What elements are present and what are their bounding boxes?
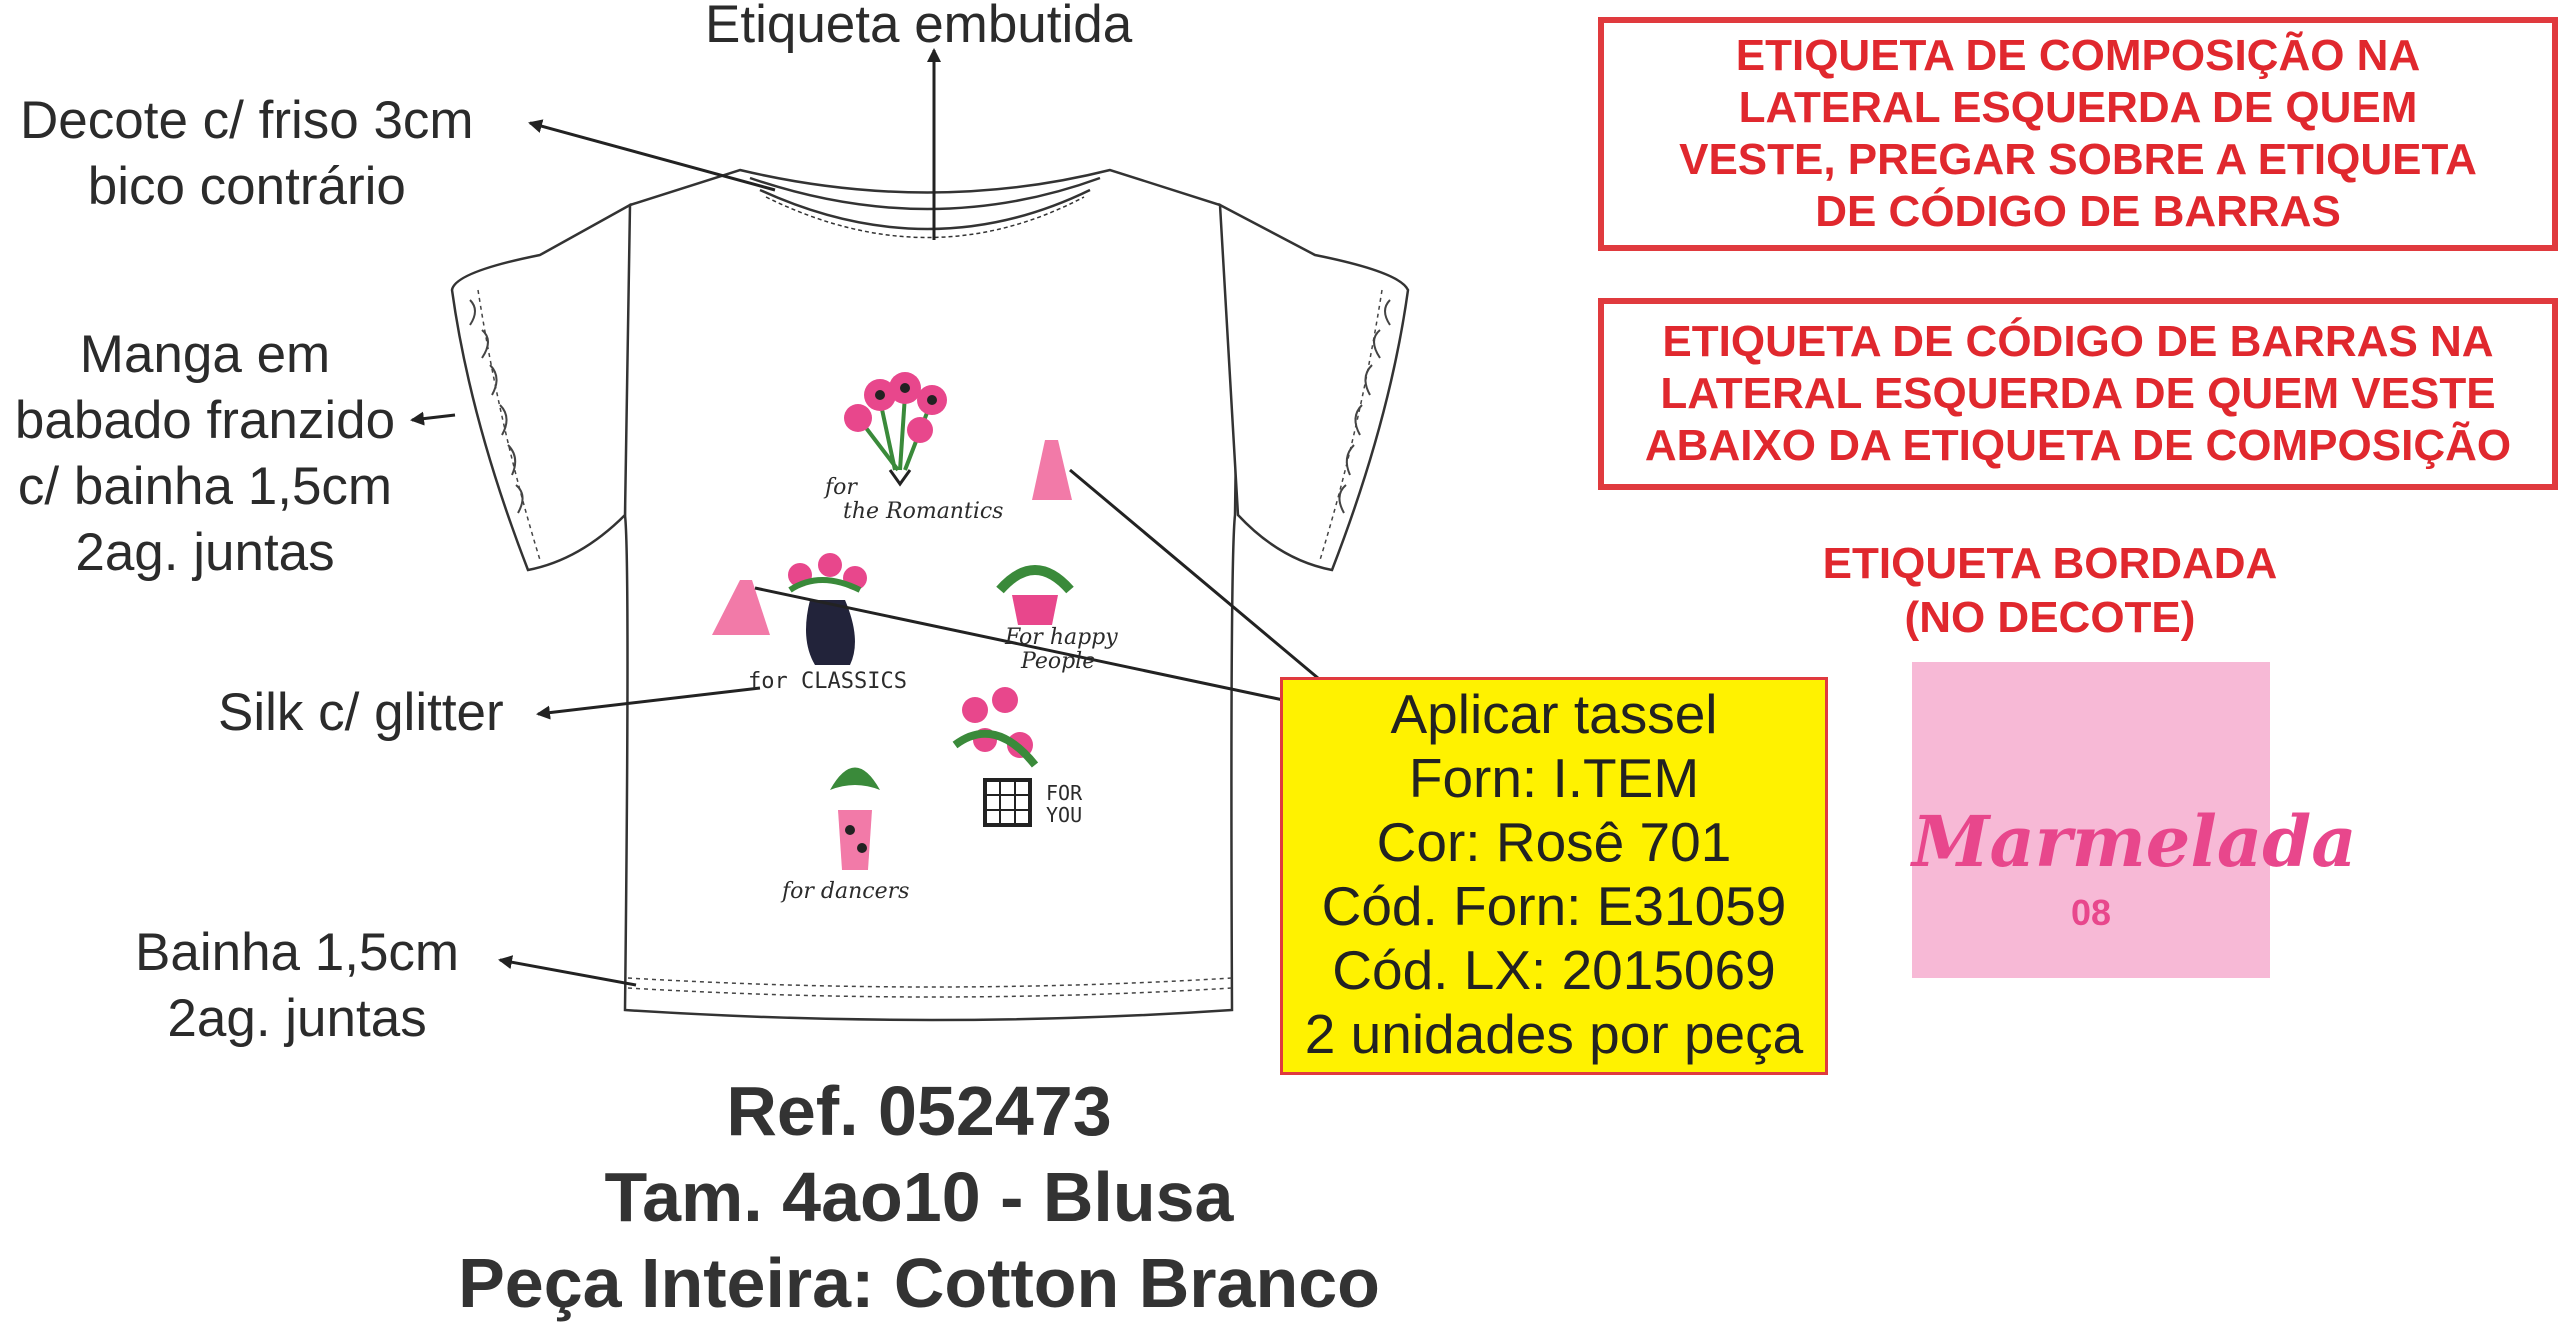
reference-number: Ref. 052473 bbox=[726, 1072, 1112, 1150]
print-text-romantics: for the Romantics bbox=[825, 475, 1004, 524]
arrow-tassel-2 bbox=[754, 586, 1370, 723]
reference-size: Tam. 4ao10 - Blusa bbox=[604, 1158, 1234, 1236]
neckline-band bbox=[749, 176, 1101, 211]
bouquet-motif bbox=[844, 372, 947, 487]
composition-label-note: ETIQUETA DE COMPOSIÇÃO NA LATERAL ESQUER… bbox=[1598, 17, 2558, 251]
embroidered-label-note: ETIQUETA BORDADA (NO DECOTE) bbox=[1822, 539, 2278, 642]
barcode-label-note: ETIQUETA DE CÓDIGO DE BARRAS NA LATERAL … bbox=[1598, 298, 2558, 490]
happy-pot-motif bbox=[996, 565, 1074, 625]
arrow-hem bbox=[498, 955, 637, 987]
callout-neckline: Decote c/ friso 3cm bico contrário bbox=[20, 91, 474, 216]
callout-embedded-label: Etiqueta embutida bbox=[705, 0, 1133, 54]
hem-stitching bbox=[627, 977, 1233, 998]
brand-tag bbox=[1912, 662, 2270, 978]
callout-hem: Bainha 1,5cm 2ag. juntas bbox=[135, 923, 460, 1048]
left-sleeve-ruffle bbox=[450, 202, 632, 572]
reference-block: Ref. 052473 Tam. 4ao10 - Blusa Peça Inte… bbox=[0, 1068, 1838, 1326]
arrow-neckline bbox=[528, 119, 776, 192]
brand-tag-name: Marmelada bbox=[1912, 800, 2357, 883]
foryou-basket-motif bbox=[952, 687, 1039, 827]
tshirt-outline bbox=[450, 168, 1410, 1022]
print-text-happy: For happy People bbox=[1005, 625, 1118, 674]
print-text-dancers: for dancers bbox=[782, 879, 910, 904]
print-artwork bbox=[712, 372, 1074, 870]
arrow-silk bbox=[536, 686, 761, 720]
dancers-pot-motif bbox=[830, 767, 880, 870]
arrow-sleeve bbox=[410, 411, 456, 426]
classics-vase-motif bbox=[788, 553, 867, 665]
tassel-instructions-box: Aplicar tassel Forn: I.TEM Cor: Rosê 701… bbox=[1280, 677, 1828, 1075]
print-text-classics: for CLASSICS bbox=[748, 669, 907, 694]
callout-sleeve: Manga em babado franzido c/ bainha 1,5cm… bbox=[14, 325, 396, 582]
tassel-icon bbox=[1032, 440, 1072, 500]
callout-silk: Silk c/ glitter bbox=[218, 683, 504, 742]
brand-tag-size: 08 bbox=[2070, 892, 2112, 933]
reference-fabric: Peça Inteira: Cotton Branco bbox=[458, 1244, 1380, 1322]
right-sleeve-ruffle bbox=[1218, 202, 1410, 572]
